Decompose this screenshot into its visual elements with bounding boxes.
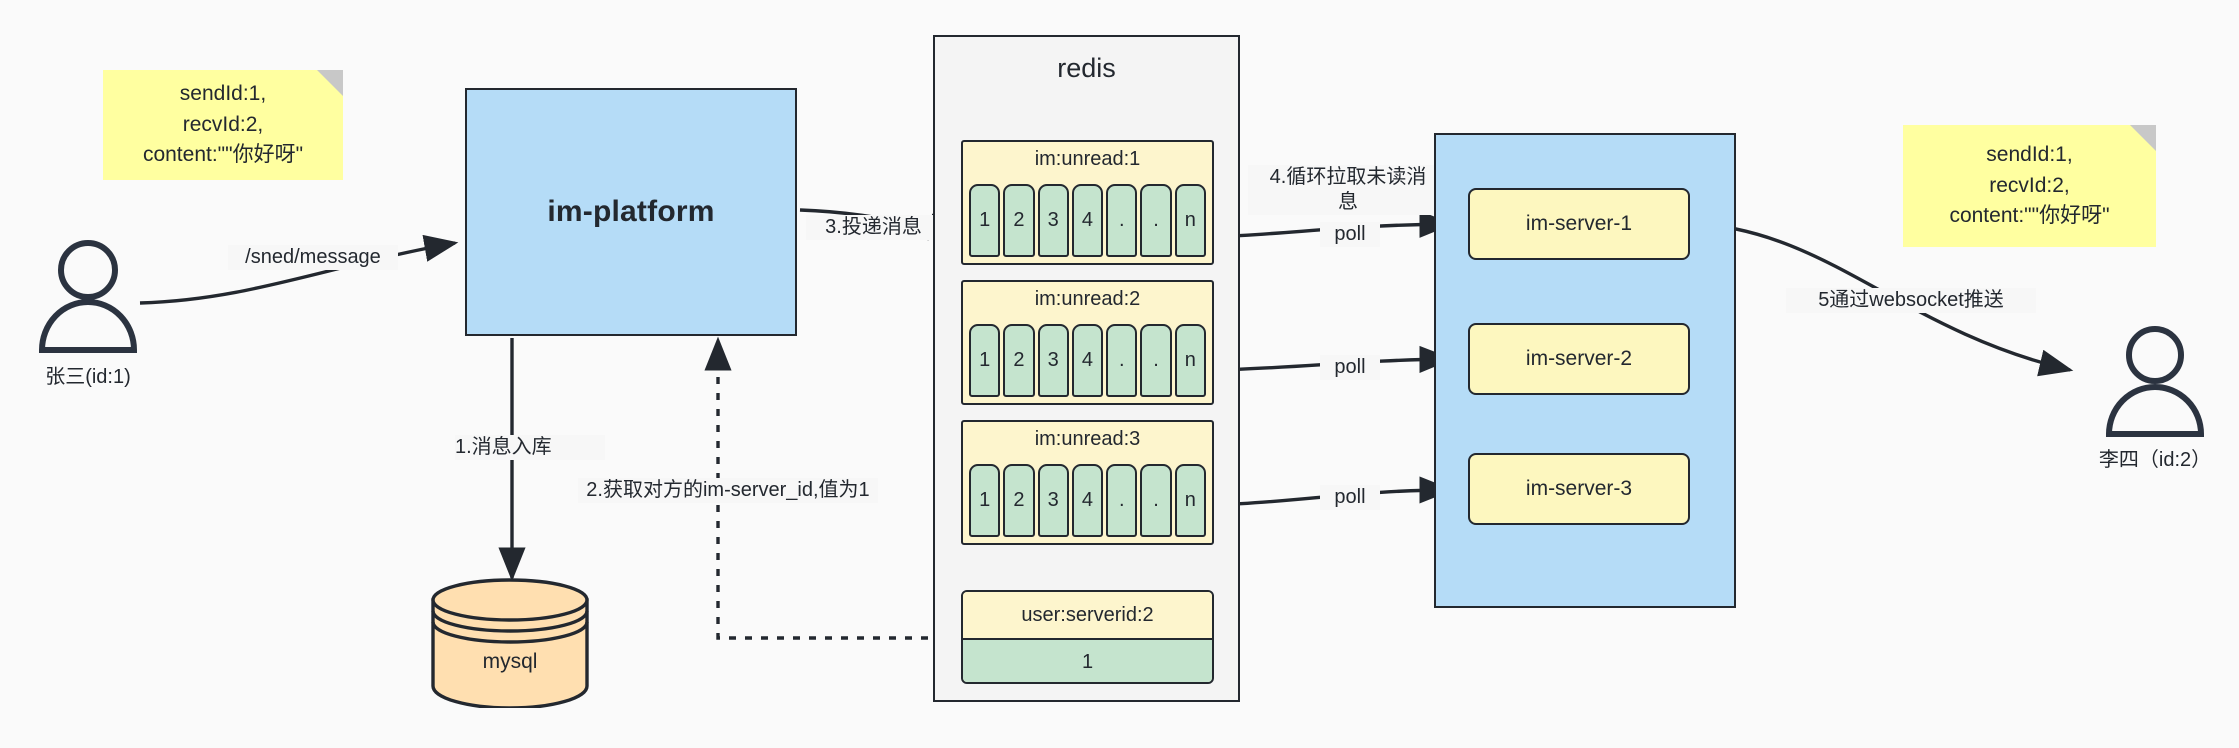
redis-kv-serverid[interactable]: user:serverid:2 1 <box>961 590 1214 684</box>
actor-left-label: 张三(id:1) <box>45 366 131 388</box>
redis-key-group-2[interactable]: im:unread:3 1 2 3 4 . . n <box>961 420 1214 545</box>
redis-cells-1: 1 2 3 4 . . n <box>969 324 1206 397</box>
redis-key-group-1[interactable]: im:unread:2 1 2 3 4 . . n <box>961 280 1214 405</box>
actor-right <box>2095 325 2215 437</box>
node-im-server-3-label: im-server-3 <box>1525 477 1633 500</box>
edge-label-poll-3: poll <box>1320 485 1380 510</box>
edge-label-send-message: /sned/message <box>228 245 398 270</box>
node-im-server-2-label: im-server-2 <box>1525 347 1633 370</box>
user-icon <box>38 240 138 353</box>
node-im-platform-label: im-platform <box>547 195 715 228</box>
node-mysql-label: mysql <box>482 650 538 673</box>
sticky-note-left-text: sendId:1, recvId:2, content:""你好呀" <box>142 82 304 167</box>
redis-cell: . <box>1140 464 1172 537</box>
node-mysql[interactable]: mysql <box>430 578 590 710</box>
sticky-note-left: sendId:1, recvId:2, content:""你好呀" <box>103 70 343 180</box>
sticky-fold-icon <box>317 70 343 96</box>
redis-cell: . <box>1140 184 1172 257</box>
node-im-server-2[interactable]: im-server-2 <box>1468 323 1690 395</box>
node-im-server-3[interactable]: im-server-3 <box>1468 453 1690 525</box>
sticky-fold-icon <box>2130 125 2156 151</box>
redis-cell: 4 <box>1071 464 1104 537</box>
redis-key-label-2: im:unread:3 <box>1034 428 1141 450</box>
redis-key-label-0: im:unread:1 <box>1034 148 1141 170</box>
redis-cell: 2 <box>1003 464 1035 537</box>
redis-key-label-1: im:unread:2 <box>1034 288 1141 310</box>
redis-cell: . <box>1106 184 1138 257</box>
sticky-note-right-text: sendId:1, recvId:2, content:""你好呀" <box>1949 143 2110 228</box>
redis-cell: . <box>1106 464 1138 537</box>
edge-label-step3: 3.投递消息 <box>806 215 941 240</box>
redis-key-group-0[interactable]: im:unread:1 1 2 3 4 . . n <box>961 140 1214 265</box>
actor-left <box>28 238 148 353</box>
edge-label-step5: 5通过websocket推送 <box>1786 288 2036 313</box>
redis-cell: 3 <box>1037 184 1069 257</box>
node-im-server-1[interactable]: im-server-1 <box>1468 188 1690 260</box>
redis-kv-value: 1 <box>963 638 1212 682</box>
redis-cell: 2 <box>1003 184 1035 257</box>
redis-cell: n <box>1174 184 1206 257</box>
redis-cell: n <box>1174 324 1206 397</box>
node-server-cluster: im-server-1 im-server-2 im-server-3 <box>1434 133 1736 608</box>
redis-title: redis <box>1057 53 1116 83</box>
node-im-server-1-label: im-server-1 <box>1525 212 1633 235</box>
actor-right-label: 李四（id:2） <box>2098 449 2212 471</box>
edge-label-step1: 1.消息入库 <box>455 435 605 460</box>
redis-cell: . <box>1106 324 1138 397</box>
redis-cell: 4 <box>1071 324 1104 397</box>
edge-label-step4: 4.循环拉取未读消 息 <box>1248 165 1448 215</box>
node-im-platform[interactable]: im-platform <box>465 88 797 336</box>
redis-cell: n <box>1174 464 1206 537</box>
redis-cells-0: 1 2 3 4 . . n <box>969 184 1206 257</box>
sticky-note-right: sendId:1, recvId:2, content:""你好呀" <box>1903 125 2156 247</box>
edge-label-poll-2: poll <box>1320 355 1380 380</box>
redis-cell: 4 <box>1071 184 1104 257</box>
redis-cell: 3 <box>1037 324 1069 397</box>
redis-kv-key: user:serverid:2 <box>963 592 1212 638</box>
redis-cell: 1 <box>969 464 1001 537</box>
redis-cell: 2 <box>1003 324 1035 397</box>
redis-cell: 1 <box>969 184 1001 257</box>
edge-label-poll-1: poll <box>1320 222 1380 247</box>
user-icon <box>2105 326 2205 437</box>
edge-label-step2: 2.获取对方的im-server_id,值为1 <box>578 478 878 503</box>
redis-cells-2: 1 2 3 4 . . n <box>969 464 1206 537</box>
redis-cell: 1 <box>969 324 1001 397</box>
database-cylinder-icon <box>431 578 589 710</box>
redis-cell: 3 <box>1037 464 1069 537</box>
redis-cell: . <box>1140 324 1172 397</box>
